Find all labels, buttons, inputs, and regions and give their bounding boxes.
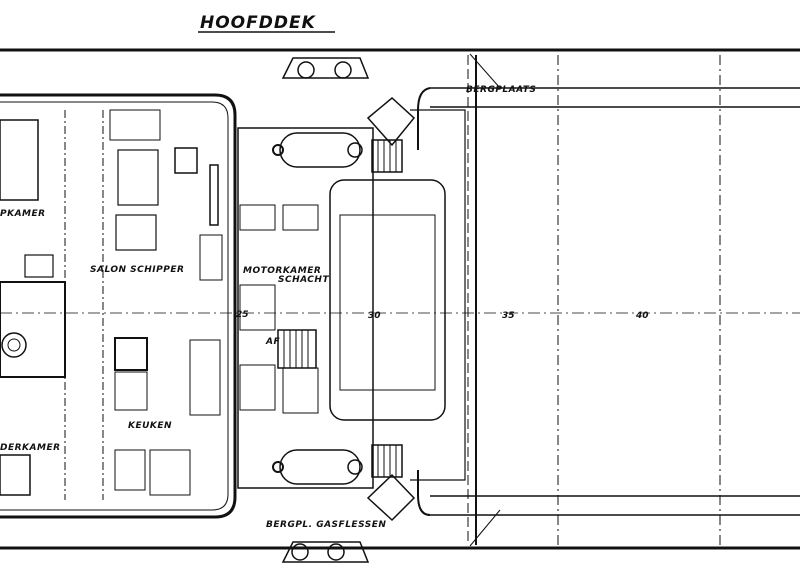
deckhouse [0,93,237,519]
frame-number: 30 [368,311,381,321]
label-kamer-bottom: DERKAMER [0,443,61,453]
label-kamer-top: PKAMER [0,209,46,219]
label-keuken: KEUKEN [128,421,172,431]
frame-number: 40 [635,311,649,321]
hull-outline [0,48,800,550]
engine-room [237,97,466,522]
label-bergpl-gasflessen: BERGPL. GASFLESSEN [266,520,386,530]
frame-number: 35 [502,311,515,321]
drawing-title: HOOFDDEK [200,13,317,33]
bollards-top [281,57,370,79]
label-af: AF [265,337,280,347]
label-bergplaats: BERGPLAATS [466,85,536,95]
label-schacht: SCHACHT [278,275,329,285]
frame-number: 25 [236,310,249,320]
label-salon-schipper: SALON SCHIPPER [90,265,184,275]
bollards-bottom [281,541,370,563]
label-motorkamer: MOTORKAMER [243,266,321,276]
